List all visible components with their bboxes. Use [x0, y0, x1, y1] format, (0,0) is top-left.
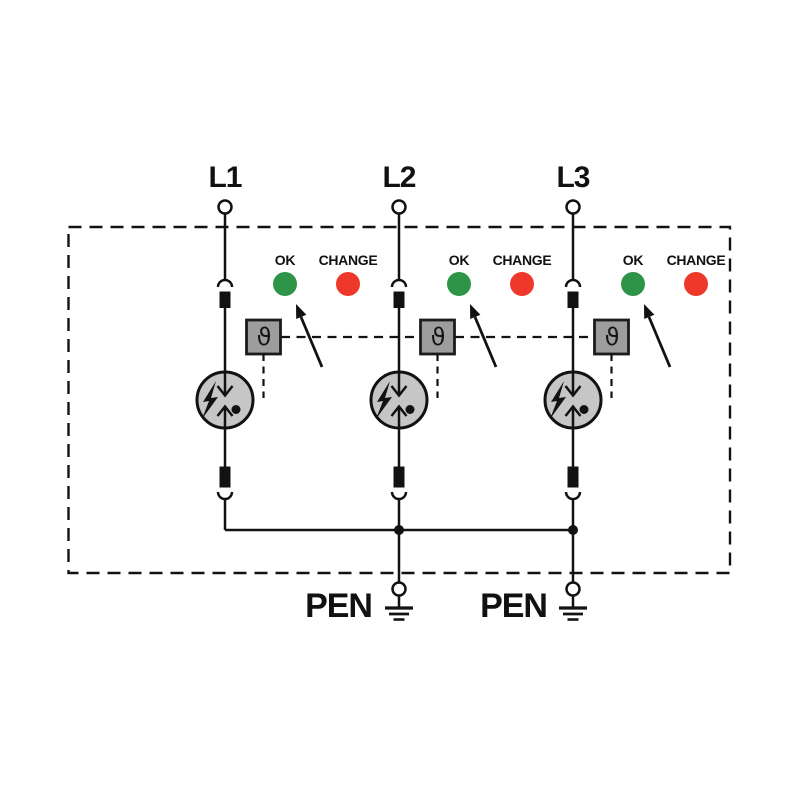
pen-terminal-circle	[565, 581, 581, 597]
phase-module-l3	[543, 199, 710, 532]
phase-module-l1	[195, 199, 362, 532]
ok-label: OK	[274, 252, 296, 268]
change-label: CHANGE	[318, 252, 378, 268]
thermal-symbol-label: ϑ	[430, 323, 446, 351]
thermal-symbol-label: ϑ	[604, 323, 620, 351]
earth-ground-icon	[559, 606, 587, 621]
ok-label: OK	[622, 252, 644, 268]
phase-label-l1: L1	[208, 161, 242, 194]
phase-label-l3: L3	[556, 161, 590, 194]
change-label: CHANGE	[666, 252, 726, 268]
pen-terminal-2	[559, 530, 587, 621]
pen-terminal-1	[385, 530, 413, 621]
pen-terminal-circle	[391, 581, 407, 597]
phase-module-l2	[369, 199, 536, 532]
earth-ground-icon	[385, 606, 413, 621]
thermal-symbol-label: ϑ	[256, 323, 272, 351]
pen-label: PEN	[305, 587, 373, 625]
pen-label: PEN	[480, 587, 548, 625]
phase-label-l2: L2	[382, 161, 416, 194]
change-label: CHANGE	[492, 252, 552, 268]
ok-label: OK	[448, 252, 470, 268]
